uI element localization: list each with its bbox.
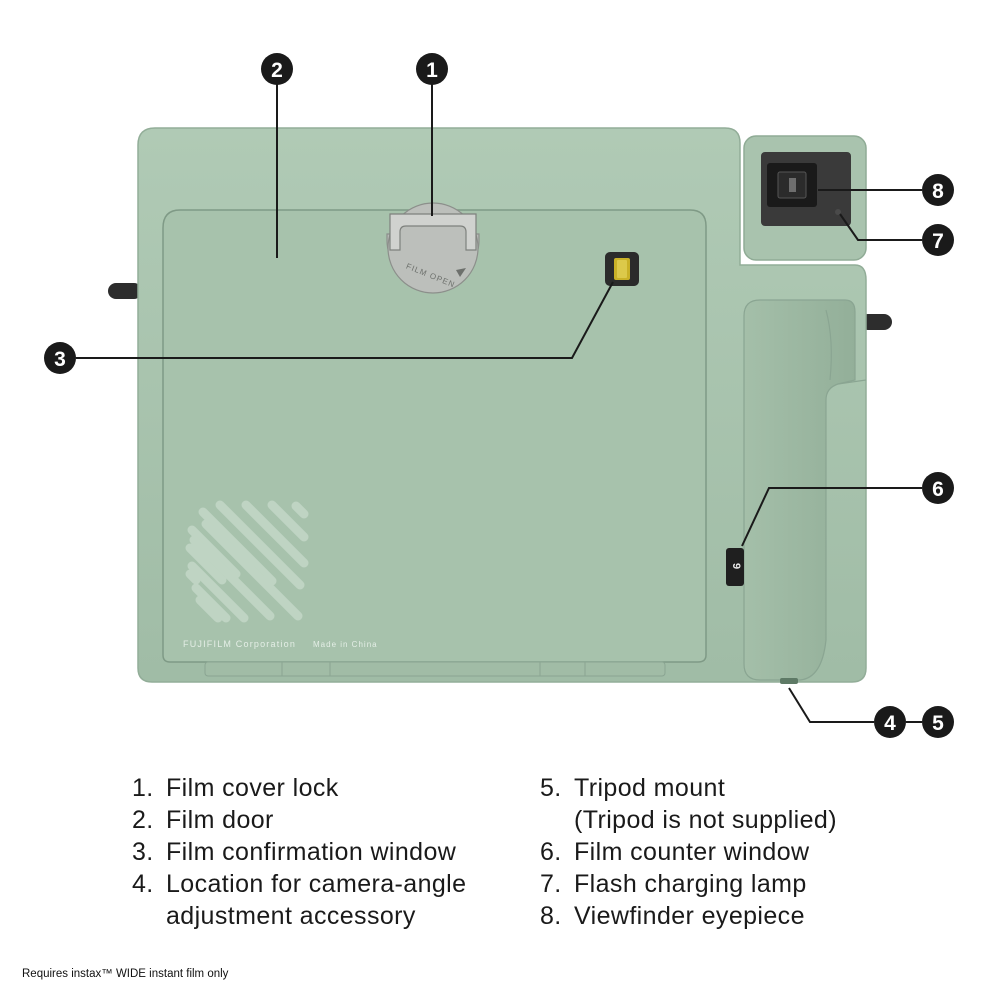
legend-item-4: 4. Location for camera-angle adjustment … (132, 868, 522, 932)
callout-leaders (76, 82, 922, 723)
callout-badge-2: 2 (261, 53, 293, 85)
right-grip (743, 299, 856, 681)
legend-text: Film door (166, 804, 274, 836)
film-counter-digits: 9 (730, 563, 742, 569)
legend-num: 1. (132, 774, 154, 802)
right-strap-lug (860, 314, 892, 330)
legend-num: 5. (540, 774, 562, 802)
leader-3 (76, 281, 614, 359)
camera-diagram: FUJIFILM Corporation Made in China FILM … (44, 53, 954, 738)
legend-line: adjustment accessory (166, 902, 416, 930)
callout-badge-3: 3 (44, 342, 76, 374)
legend-item-8: 8. Viewfinder eyepiece (540, 900, 960, 932)
legend-right: 5. Tripod mount (Tripod is not supplied)… (540, 772, 960, 932)
legend-line: Film confirmation window (166, 838, 457, 866)
legend-item-1: 1. Film cover lock (132, 772, 522, 804)
legend-line: Viewfinder eyepiece (574, 902, 805, 930)
callout-badge-6: 6 (922, 472, 954, 504)
callout-number-2: 2 (271, 59, 283, 82)
legend-num: 4. (132, 870, 154, 898)
tripod-mount (780, 678, 798, 684)
legend-item-6: 6. Film counter window (540, 836, 960, 868)
callout-number-7: 7 (932, 230, 944, 253)
legend-line: Film cover lock (166, 774, 339, 802)
legend-item-3: 3. Film confirmation window (132, 836, 522, 868)
legend-num: 3. (132, 838, 154, 866)
legend-item-2: 2. Film door (132, 804, 522, 836)
legend-num: 7. (540, 870, 562, 898)
legend-num: 8. (540, 902, 562, 930)
legend-num: 6. (540, 838, 562, 866)
callout-number-5: 5 (932, 712, 944, 735)
legend-line: Film door (166, 806, 274, 834)
brand-text: FUJIFILM Corporation (183, 639, 296, 649)
viewfinder-eyepiece (761, 152, 851, 226)
legend-text: Film confirmation window (166, 836, 456, 868)
film-door (162, 209, 707, 663)
callout-badge-1: 1 (416, 53, 448, 85)
door-hinge-strip (204, 661, 666, 677)
legend-item-7: 7. Flash charging lamp (540, 868, 960, 900)
callout-number-1: 1 (426, 59, 438, 82)
callout-number-6: 6 (932, 478, 944, 501)
legend-text: Film cover lock (166, 772, 339, 804)
footnote: Requires instax™ WIDE instant film only (22, 968, 229, 980)
legend-text: Location for camera-angle adjustment acc… (166, 868, 466, 932)
callout-badge-8: 8 (922, 174, 954, 206)
film-cover-lock: FILM OPEN (386, 202, 480, 294)
legend-num: 2. (132, 806, 154, 834)
leader-45 (788, 687, 874, 723)
callout-number-8: 8 (932, 180, 944, 203)
legend-line: Tripod mount (574, 774, 726, 802)
legend-left: 1. Film cover lock 2. Film door 3. Film … (132, 772, 522, 932)
legend-text: Flash charging lamp (574, 868, 807, 900)
leader-6 (741, 487, 922, 547)
film-counter-window: 9 (726, 548, 744, 586)
legend-text: Film counter window (574, 836, 809, 868)
legend-line: Film counter window (574, 838, 810, 866)
film-confirmation-window (605, 252, 639, 286)
callout-number-3: 3 (54, 348, 66, 371)
legend-item-5: 5. Tripod mount (Tripod is not supplied) (540, 772, 960, 836)
flash-charging-lamp (835, 209, 841, 215)
embossed-stripes (185, 500, 309, 623)
leader-7 (839, 213, 922, 241)
made-in-text: Made in China (313, 640, 378, 649)
legend-line: (Tripod is not supplied) (574, 806, 837, 834)
legend-text: Tripod mount (Tripod is not supplied) (574, 772, 837, 836)
callout-badge-4: 4 (874, 706, 906, 738)
callout-badge-5: 5 (922, 706, 954, 738)
legend-text: Viewfinder eyepiece (574, 900, 805, 932)
legend-line: Location for camera-angle (166, 870, 467, 898)
callout-number-4: 4 (884, 712, 896, 735)
legend-line: Flash charging lamp (574, 870, 807, 898)
film-open-arrow-icon (456, 268, 466, 277)
callout-badge-7: 7 (922, 224, 954, 256)
left-strap-lug (108, 283, 142, 299)
